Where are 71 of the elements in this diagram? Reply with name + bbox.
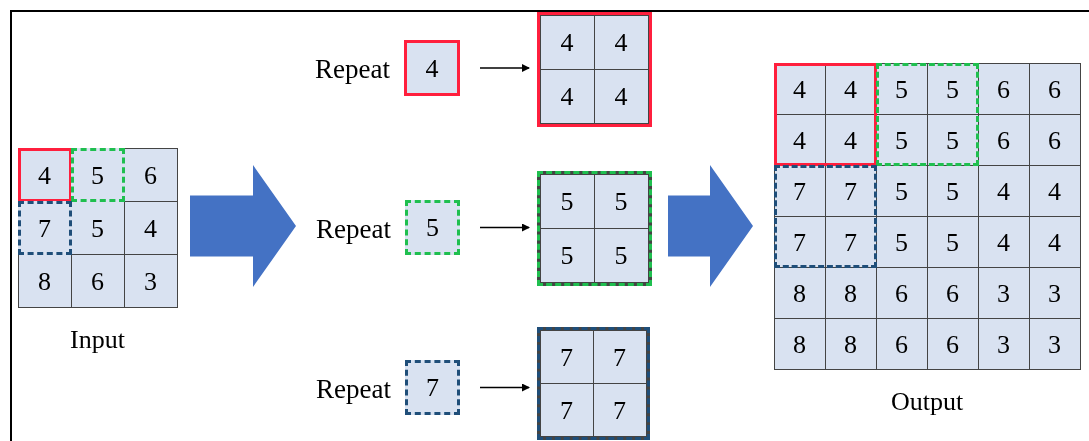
grid-cell: 5	[594, 229, 648, 282]
grid-cell: 4	[540, 70, 594, 123]
grid-cell: 5	[876, 64, 927, 114]
block-arrow	[668, 165, 753, 287]
grid-cell: 6	[1029, 115, 1080, 165]
grid-cell: 6	[876, 268, 927, 318]
value-box: 5	[405, 200, 460, 255]
operation-label: Repeat	[315, 372, 391, 406]
grid-cell: 5	[876, 166, 927, 216]
grid-cell: 3	[1029, 319, 1080, 369]
matrix-caption: Output	[890, 386, 964, 418]
grid-cell: 3	[124, 255, 177, 307]
grid-cell: 3	[978, 268, 1029, 318]
grid-cell: 5	[594, 175, 648, 228]
grid-cell: 3	[978, 319, 1029, 369]
operation-label: Repeat	[315, 212, 391, 246]
arrow	[479, 64, 530, 72]
grid-cell: 7	[825, 166, 876, 216]
block-arrow	[190, 165, 296, 287]
grid-cell: 8	[18, 255, 71, 307]
grid-cell: 5	[927, 64, 978, 114]
grid-cell: 7	[540, 331, 593, 383]
grid-cell: 4	[594, 16, 648, 69]
grid-cell: 6	[978, 115, 1029, 165]
grid-cell: 3	[1029, 268, 1080, 318]
matrix-box	[539, 174, 649, 283]
grid-cell: 5	[540, 175, 594, 228]
grid-cell: 5	[876, 115, 927, 165]
grid-cell: 4	[978, 217, 1029, 267]
grid-cell: 4	[1029, 166, 1080, 216]
grid-cell: 6	[978, 64, 1029, 114]
grid-cell: 4	[825, 115, 876, 165]
grid-cell: 5	[927, 217, 978, 267]
grid-cell: 7	[593, 384, 646, 436]
grid-cell: 6	[927, 268, 978, 318]
value-box: 4	[404, 40, 460, 96]
grid-cell: 4	[17, 148, 72, 202]
grid-cell: 6	[1029, 64, 1080, 114]
matrix-box	[539, 330, 647, 437]
arrow	[479, 383, 530, 392]
grid-cell: 4	[978, 166, 1029, 216]
grid-cell: 7	[17, 201, 72, 255]
grid-cell: 7	[593, 331, 646, 383]
value-box: 7	[405, 360, 460, 415]
grid-cell: 7	[540, 384, 593, 436]
matrix-caption: Input	[70, 324, 125, 356]
grid-cell: 5	[71, 202, 124, 254]
grid-cell: 5	[70, 148, 125, 202]
grid-cell: 4	[825, 64, 876, 114]
grid-cell: 8	[774, 319, 825, 369]
grid-cell: 7	[825, 217, 876, 267]
grid-cell: 4	[540, 16, 594, 69]
grid-cell: 8	[774, 268, 825, 318]
grid-cell: 7	[774, 166, 825, 216]
grid-cell: 8	[825, 268, 876, 318]
arrow	[479, 223, 530, 232]
grid-cell: 5	[540, 229, 594, 282]
grid-cell: 4	[124, 202, 177, 254]
grid-cell: 5	[927, 166, 978, 216]
grid-cell: 5	[876, 217, 927, 267]
grid-cell: 6	[124, 149, 177, 201]
grid-cell: 5	[927, 115, 978, 165]
grid-cell: 4	[1029, 217, 1080, 267]
operation-label: Repeat	[314, 53, 390, 86]
grid-cell: 7	[774, 217, 825, 267]
matrix-box	[539, 15, 649, 124]
grid-cell: 6	[71, 255, 124, 307]
grid-cell: 8	[825, 319, 876, 369]
grid-cell: 4	[594, 70, 648, 123]
grid-cell: 6	[876, 319, 927, 369]
grid-cell: 6	[927, 319, 978, 369]
